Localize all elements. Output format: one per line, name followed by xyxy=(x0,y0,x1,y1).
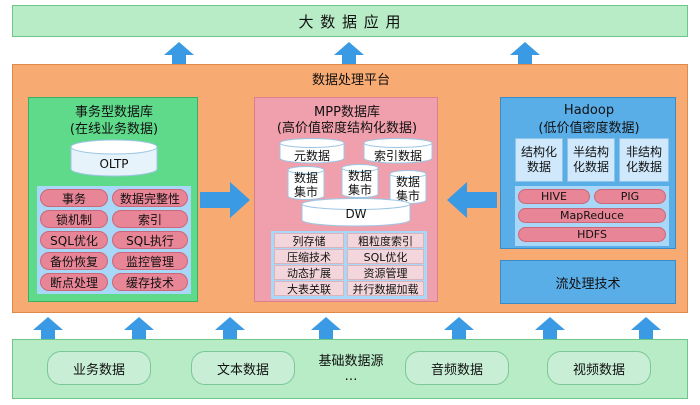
up-arrow-bottom-1 xyxy=(33,317,63,339)
tx-feature: 备份恢复 xyxy=(40,252,108,270)
index-cylinder xyxy=(363,138,433,164)
data-type-cell: 结构化 数据 xyxy=(515,138,563,182)
oltp-cylinder xyxy=(70,139,158,177)
top-title: 大 数 据 应 用 xyxy=(298,12,402,31)
up-arrow-bottom-2 xyxy=(124,317,154,339)
tx-feature: 锁机制 xyxy=(40,210,108,228)
mpp-feature: 并行数据加载 xyxy=(347,281,424,296)
right-arrow xyxy=(200,182,250,218)
up-arrow-bottom-7 xyxy=(631,317,661,339)
mpp-db-title: MPP数据库 xyxy=(314,104,380,120)
source-item: 业务数据 xyxy=(47,351,151,385)
mpp-feature: 大表关联 xyxy=(274,281,344,296)
tx-db-title: 事务型数据库 xyxy=(74,104,153,120)
mpp-feature: 动态扩展 xyxy=(274,265,344,280)
mpp-feature: 资源管理 xyxy=(347,265,424,280)
source-item: 视频数据 xyxy=(547,351,651,385)
tx-feature: 事务 xyxy=(40,189,108,207)
stream-label: 流处理技术 xyxy=(555,276,621,292)
mpp-db-panel: MPP数据库 (高价值密度结构化数据) 元数据 索引数据 数据 集市 数据 集市… xyxy=(254,97,438,302)
source-item: 音频数据 xyxy=(405,351,509,385)
mart-cylinder xyxy=(287,166,325,200)
hdfs-tag: HDFS xyxy=(518,227,666,242)
mapreduce-tag: MapReduce xyxy=(518,208,666,223)
up-arrow-top-2 xyxy=(334,42,364,64)
oltp-label: OLTP xyxy=(99,157,129,171)
platform-title: 数据处理平台 xyxy=(311,72,390,88)
pig-tag: PIG xyxy=(594,189,666,204)
tx-feature: SQL优化 xyxy=(40,231,108,249)
tx-db-subtitle: (在线业务数据) xyxy=(69,121,159,137)
mpp-feature: 列存储 xyxy=(274,233,344,248)
sources-band: 基础数据源 … 业务数据 文本数据 音频数据 视频数据 xyxy=(12,339,688,399)
mpp-feature: 粗粒度索引 xyxy=(347,233,424,248)
hadoop-title: Hadoop xyxy=(563,102,615,118)
up-arrow-bottom-6 xyxy=(535,317,565,339)
tx-feature: 索引 xyxy=(112,210,188,228)
hadoop-subtitle: (低价值密度数据) xyxy=(538,120,640,136)
mart-label: 数据 集市 xyxy=(293,171,318,199)
up-arrow-bottom-3 xyxy=(215,317,245,339)
tx-feature: 断点处理 xyxy=(40,273,108,291)
mart-label: 数据 集市 xyxy=(395,175,420,203)
hive-tag: HIVE xyxy=(518,189,590,204)
index-label: 索引数据 xyxy=(373,148,422,163)
dw-label: DW xyxy=(345,207,367,221)
sources-ellipsis: … xyxy=(344,368,358,384)
metadata-label: 元数据 xyxy=(293,148,330,163)
mart-label: 数据 集市 xyxy=(347,169,372,197)
hadoop-panel: Hadoop (低价值密度数据) 结构化 数据 半结构 化数据 非结构 化数据 … xyxy=(500,97,676,249)
sources-title: 基础数据源 xyxy=(318,353,384,369)
mpp-feature: SQL优化 xyxy=(347,249,424,264)
source-item: 文本数据 xyxy=(191,351,295,385)
tx-feature: 监控管理 xyxy=(112,252,188,270)
mpp-db-subtitle: (高价值密度结构化数据) xyxy=(276,120,418,136)
tx-feature: 数据完整性 xyxy=(112,189,188,207)
tx-feature: 缓存技术 xyxy=(112,273,188,291)
data-type-cell: 半结构 化数据 xyxy=(567,138,615,182)
up-arrow-top-3 xyxy=(510,42,540,64)
data-type-cell: 非结构 化数据 xyxy=(619,138,669,182)
metadata-cylinder xyxy=(279,138,345,164)
up-arrow-bottom-5 xyxy=(444,317,474,339)
stream-processing-box: 流处理技术 xyxy=(500,260,676,304)
dw-cylinder xyxy=(301,198,411,227)
top-band: 大 数 据 应 用 xyxy=(12,5,688,37)
mart-cylinder xyxy=(341,164,379,198)
up-arrow-bottom-4 xyxy=(311,317,341,339)
up-arrow-top-1 xyxy=(164,42,194,64)
mpp-feature: 压缩技术 xyxy=(274,249,344,264)
tx-feature: SQL执行 xyxy=(112,231,188,249)
left-arrow xyxy=(447,182,497,218)
tx-db-panel: 事务型数据库 (在线业务数据) OLTP 事务 数据完整性 锁机制 索引 SQL… xyxy=(28,97,198,302)
